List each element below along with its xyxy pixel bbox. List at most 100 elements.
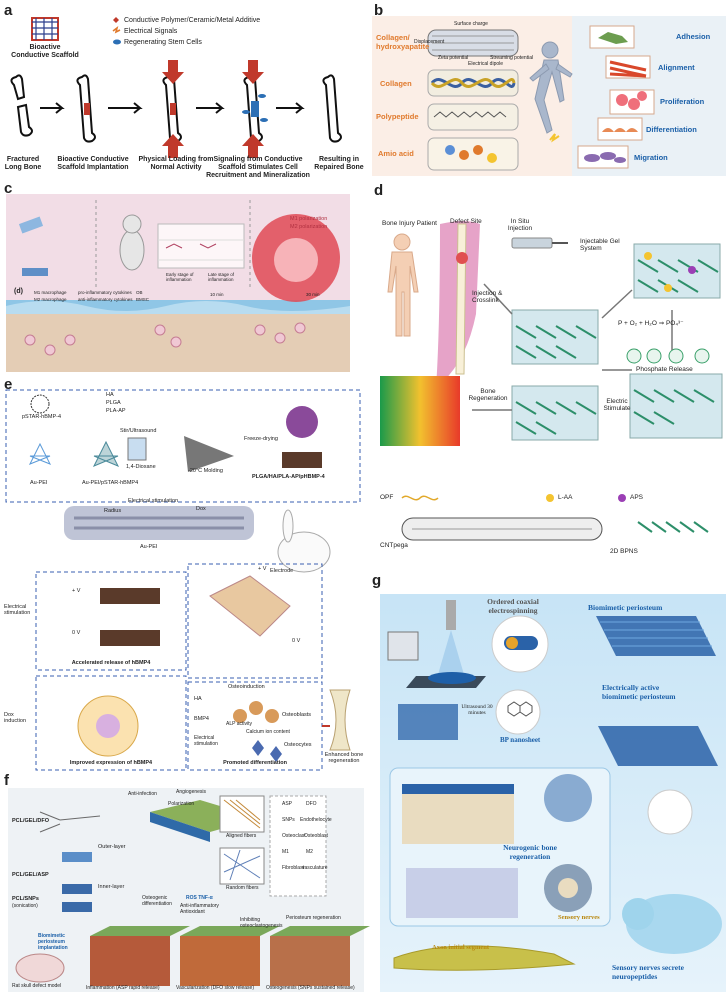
layer-amino-acid: Amio acid xyxy=(378,149,414,158)
f-anti-infection: Anti-infection xyxy=(128,791,157,797)
e-dioxane: 1,4-Dioxane xyxy=(126,464,156,470)
f-periosteum-regen: Periosteum regeneration xyxy=(286,915,341,921)
e-elec-stim-diff: Electrical stimulation xyxy=(194,735,218,747)
e-caption-expression: Improved expression of hBMP4 xyxy=(69,760,153,766)
e-ha: HA xyxy=(106,392,114,398)
e-plga: PLGA xyxy=(106,400,121,406)
subpanel-d-label: (d) xyxy=(14,288,23,295)
e-stir: Stir/Ultrasound xyxy=(120,428,157,434)
legend-opf: OPF xyxy=(380,494,394,501)
electric-signal-icon xyxy=(112,26,121,34)
panel-e-drawing xyxy=(5,389,361,771)
f-polarization: Polarization xyxy=(168,801,195,807)
f-legend-vasculature: vasculature xyxy=(302,865,328,871)
f-dfo: PCL/GEL/DFO xyxy=(12,818,49,824)
panel-b-label: b xyxy=(374,2,384,19)
e-alp: ALP activity xyxy=(226,721,253,727)
legend-stem-cells: Regenerating Stem Cells xyxy=(124,39,202,46)
time-10min: 10 min xyxy=(210,292,224,297)
legend-signals: Electrical Signals xyxy=(124,28,178,35)
legend-ob: OB xyxy=(136,290,143,295)
step-loading: Physical Loading from Normal Activity xyxy=(138,156,214,172)
legend-anti: anti-inflammatory cytokines xyxy=(78,297,133,302)
stage-late: Late stage of inflammation xyxy=(208,272,235,283)
e-freeze: Freeze-drying xyxy=(244,436,278,442)
additive-icon xyxy=(113,17,119,23)
e-calcium: Calcium ion content xyxy=(246,729,290,735)
e-caption-enhanced: Enhanced bone regeneration xyxy=(324,752,364,765)
e-radius: Radius xyxy=(104,508,122,514)
e-volt-4: 0 V xyxy=(292,638,301,644)
m2-polarization: M2 polarization xyxy=(290,224,328,230)
e-volt-3: + V xyxy=(258,566,267,572)
legend-m1: M1 macrophage xyxy=(34,290,67,295)
f-snps: PCL/SNPs xyxy=(12,896,39,902)
panel-e: e pSTAR-hBMP-4 HA PLGA PLA-AP Stir/Ultra… xyxy=(0,376,370,772)
e-ha-diff: HA xyxy=(194,696,202,702)
legend-bpns: 2D BPNS xyxy=(610,548,638,555)
e-bmp4: BMP4 xyxy=(194,716,209,722)
bone-regeneration: Bone Regeneration xyxy=(468,388,508,403)
g-sensory-nerves: Sensory nerves xyxy=(558,914,600,921)
e-electrical-stim: Electrical stimulation xyxy=(128,498,179,504)
panel-g-drawing xyxy=(380,594,726,992)
outcome-alignment: Alignment xyxy=(658,63,695,72)
panel-f-label: f xyxy=(4,772,9,789)
f-vascularization: Vascularization (DFO slow release) xyxy=(176,985,254,991)
f-inhibiting: Inhibiting osteoclastogenesis xyxy=(240,917,283,929)
fibril-surface-charge: Surface charge xyxy=(454,21,488,27)
panel-g: g Ordered coaxial electrosp xyxy=(372,572,726,994)
e-molding: -20°C Molding xyxy=(188,468,223,474)
g-ultrasound: Ultrasound 30 minutes xyxy=(461,704,493,717)
panel-b-drawing xyxy=(372,16,726,176)
panel-a-label: a xyxy=(4,2,13,19)
e-left-electrical: Electrical stimulation xyxy=(4,604,31,617)
step-fractured: Fractured Long Bone xyxy=(4,156,42,172)
e-caption-release: Accelerated release of hBMP4 xyxy=(71,660,151,666)
phosphate-release: Phosphate Release xyxy=(636,366,693,373)
e-osteocytes: Osteocytes xyxy=(284,742,312,748)
panel-a: a xyxy=(0,0,370,180)
panel-d-label: d xyxy=(374,182,384,199)
m1-polarization: M1 polarization xyxy=(290,216,328,222)
g-biomimetic: Biomimetic periosteum xyxy=(588,603,663,612)
f-legend-m1: M1 xyxy=(282,849,289,855)
f-legend-dfo: DFO xyxy=(306,801,317,807)
g-axon: Axon initial segment xyxy=(432,944,490,951)
e-volt-1: + V xyxy=(72,588,81,594)
f-aligned: Aligned fibers xyxy=(226,833,257,839)
in-situ-injection: In Situ Injection xyxy=(507,218,533,233)
panel-f: f PCL/GEL/DFO PCL/GEL/ASP PCL/SNPs (soni… xyxy=(0,772,370,994)
time-30min: 30 min xyxy=(306,292,320,297)
e-osteoblasts: Osteoblasts xyxy=(282,712,312,718)
legend-pro: pro-inflammatory cytokines xyxy=(78,290,132,295)
layer-polypeptide: Polypeptide xyxy=(376,112,419,121)
phosphate-equation: P + O₂ + H₂O ⇒ PO₄³⁻ xyxy=(618,320,684,327)
panel-g-label: g xyxy=(372,572,382,589)
f-legend-m2: M2 xyxy=(306,849,313,855)
injectable-gel: Injectable Gel System xyxy=(580,238,620,253)
f-ros: ROS TNF-α xyxy=(186,895,213,901)
legend-m2: M2 macrophage xyxy=(34,297,67,302)
scaffold-title: Bioactive Conductive Scaffold xyxy=(11,44,79,60)
f-legend-snps: SNPs xyxy=(282,817,295,823)
panel-c-drawing xyxy=(6,194,350,372)
stage-early: Early stage of inflammation xyxy=(166,272,194,283)
panel-e-label: e xyxy=(4,376,13,393)
g-neurogenic: Neurogenic bone regeneration xyxy=(503,843,557,861)
layer-collagen: Collagen xyxy=(380,79,412,88)
step-implantation: Bioactive Conductive Scaffold Implantati… xyxy=(57,156,129,172)
g-secrete: Sensory nerves secrete neuropeptides xyxy=(612,963,684,981)
outcome-adhesion: Adhesion xyxy=(676,32,711,41)
e-dox: Dox xyxy=(196,506,206,512)
panel-d: d xyxy=(372,180,726,566)
e-aupei-mid: Au-PEI xyxy=(140,544,158,550)
outcome-proliferation: Proliferation xyxy=(660,97,705,106)
f-osteogenesis: Osteogenesis (SNPs sustained release) xyxy=(266,985,355,991)
legend-aps: APS xyxy=(630,494,644,501)
outcome-differentiation: Differentiation xyxy=(646,125,697,134)
g-coaxial: Ordered coaxial electrospinning xyxy=(487,597,539,615)
step-signaling: Signaling from Conductive Scaffold Stimu… xyxy=(206,156,310,180)
legend-additive: Conductive Polymer/Ceramic/Metal Additiv… xyxy=(124,17,261,24)
fibril-displacement: Displacement xyxy=(414,39,445,45)
